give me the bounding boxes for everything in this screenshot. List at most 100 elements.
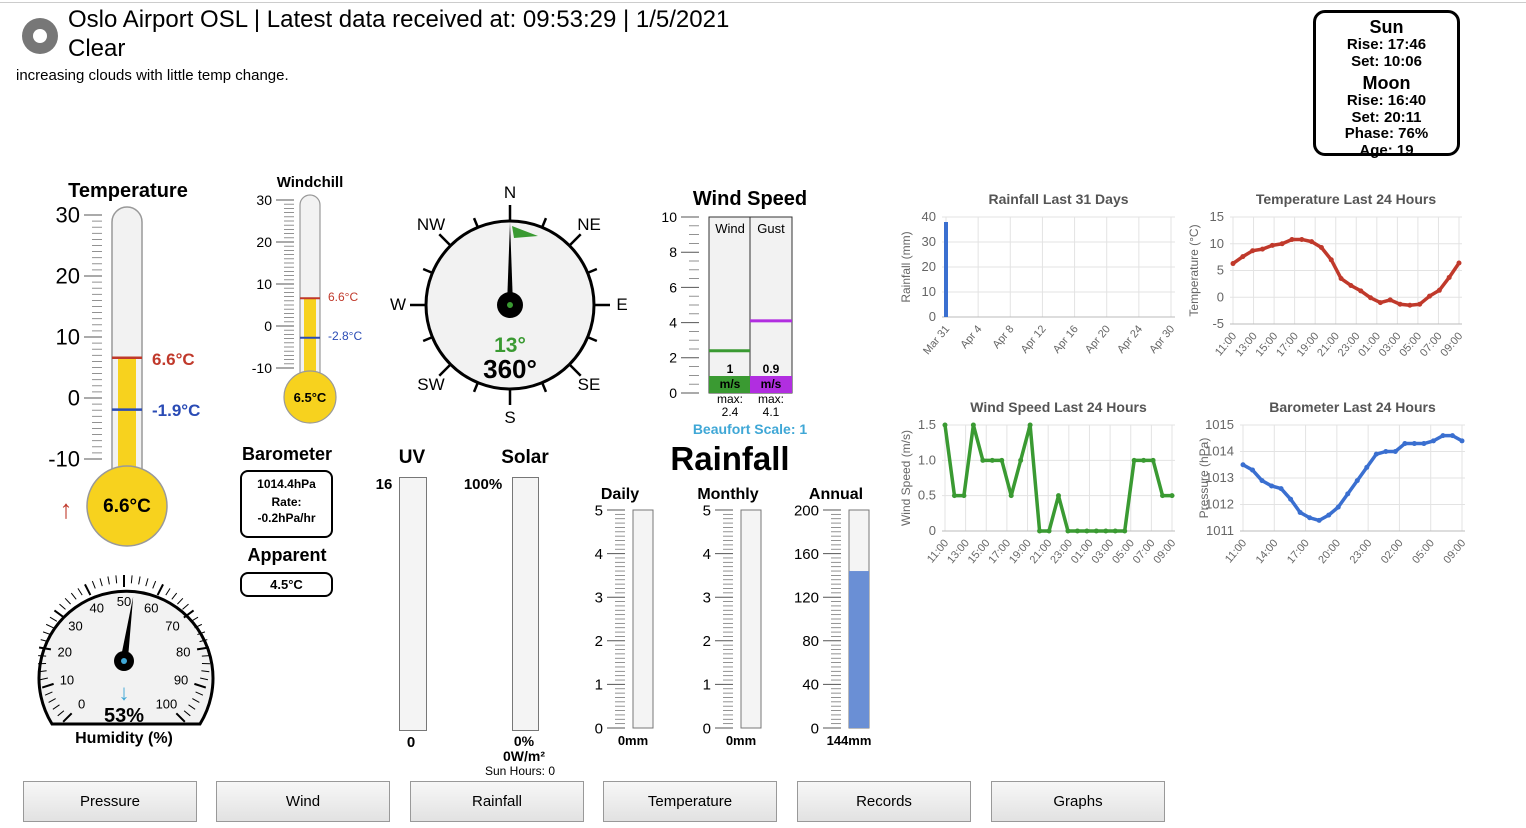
humidity-tick (195, 691, 204, 696)
chart-point (1377, 300, 1383, 306)
humidity-tick (188, 704, 196, 710)
windchill-tick-label: 30 (256, 192, 272, 208)
chart-bar (944, 222, 948, 317)
compass-w: W (390, 295, 406, 314)
rainfall-button[interactable]: Rainfall (410, 781, 584, 822)
forecast-text: increasing clouds with little temp chang… (16, 67, 289, 84)
humidity-tick (49, 616, 58, 622)
chart-y-tick-label: 1011 (1206, 523, 1234, 538)
compass-e: E (616, 295, 627, 314)
chart-x-tick-label: 17:00 (986, 537, 1013, 566)
chart-y-axis-label: Rainfall (mm) (899, 231, 913, 302)
beaufort-scale: Beaufort Scale: 1 (692, 421, 808, 437)
chart-point (942, 422, 948, 428)
chart-y-axis-label: Pressure (hPa) (1197, 438, 1211, 519)
uv-value: 0 (406, 734, 416, 751)
humidity-tick (38, 670, 47, 673)
chart-point (1459, 438, 1465, 444)
humidity-tick (194, 682, 207, 689)
chart-y-tick-label: 1012 (1205, 497, 1234, 512)
wind-current-value: 1 (727, 362, 734, 376)
humidity-tick (177, 597, 184, 605)
records-button[interactable]: Records (797, 781, 971, 822)
wind-speed-tick-label: 10 (661, 209, 677, 225)
chart-point (1368, 295, 1374, 301)
compass-se: SE (578, 375, 601, 394)
humidity-tick-label: 90 (174, 673, 188, 688)
chart-point (1299, 236, 1305, 242)
chart-point (1373, 451, 1379, 457)
compass-tick (438, 363, 452, 377)
chart-x-tick-label: 17:00 (1285, 537, 1312, 566)
chart-x-tick-label: Apr 30 (1147, 323, 1177, 356)
humidity-tick (196, 646, 210, 651)
chart-point (1141, 457, 1147, 463)
chart-x-tick-label: Apr 16 (1051, 323, 1081, 356)
chart-title: Temperature Last 24 Hours (1256, 191, 1436, 207)
graphs-button[interactable]: Graphs (991, 781, 1165, 822)
chart-y-tick-label: 0 (929, 309, 936, 324)
compass-s: S (504, 408, 515, 427)
chart-point (1259, 246, 1265, 252)
humidity-tick-label: 70 (165, 619, 179, 634)
humidity-tick-label: 20 (58, 645, 72, 660)
chart-point (1383, 449, 1389, 454)
rain-annual-tick-label: 0 (811, 720, 819, 737)
windchill-tick-label: 0 (264, 318, 272, 334)
windchill-max-label: 6.6°C (328, 290, 358, 304)
humidity-tick (40, 639, 49, 643)
chart-point (1250, 248, 1256, 254)
chart-x-tick-label: Apr 8 (990, 323, 1016, 351)
chart-point (1307, 515, 1313, 521)
rain-daily-tick-label: 4 (595, 546, 603, 563)
chart-point (1250, 467, 1256, 473)
humidity-tick (199, 639, 208, 643)
chart-series-line (943, 423, 1172, 533)
chart-y-tick-label: 40 (922, 209, 936, 224)
temperature-button[interactable]: Temperature (603, 781, 777, 822)
compass-tick (568, 233, 582, 247)
chart-point (961, 493, 967, 499)
wind-column-label: Wind (715, 221, 745, 236)
temperature-current: 6.6°C (103, 496, 151, 517)
compass-tick (422, 335, 433, 343)
temperature-title: Temperature (68, 180, 188, 202)
humidity-tick-label: 10 (60, 673, 74, 688)
compass-tick (587, 267, 598, 275)
temperature-tick-label: 10 (56, 325, 80, 350)
solar-top-scale: 100% (463, 476, 503, 493)
chart-point (1328, 257, 1334, 263)
chart-x-tick-label: 05:00 (1397, 330, 1424, 359)
chart-point (1240, 254, 1246, 260)
chart-y-tick-label: 1.0 (918, 452, 936, 467)
chart-point (1093, 528, 1099, 534)
rain-monthly-tick-label: 4 (703, 546, 711, 563)
solar-title: Solar (501, 447, 549, 468)
chart-y-axis-label: Wind Speed (m/s) (899, 430, 913, 526)
chart-y-tick-label: 15 (1210, 209, 1224, 224)
chart-point (1112, 528, 1118, 534)
chart-point (1397, 301, 1403, 307)
humidity-tick (77, 588, 83, 596)
chart-point (1065, 528, 1071, 534)
chart-x-tick-label: 17:00 (1274, 330, 1301, 359)
windchill-title: Windchill (276, 174, 344, 191)
apparent-title: Apparent (247, 545, 327, 565)
barometer-rate-label: Rate: (271, 495, 302, 509)
chart-point (1240, 462, 1246, 468)
chart-x-tick-label: 13:00 (1233, 330, 1260, 359)
compass-ne: NE (577, 215, 601, 234)
humidity-tick (201, 670, 210, 673)
humidity-tick (84, 583, 92, 596)
chart-x-tick-label: 03:00 (1377, 330, 1404, 359)
chart-point (1430, 438, 1436, 444)
chart-x-tick-label: 15:00 (1253, 330, 1280, 359)
rain-monthly-tick-label: 1 (703, 677, 711, 694)
windchill-current: 6.5°C (294, 390, 327, 405)
pressure-button[interactable]: Pressure (23, 781, 197, 822)
wind-button[interactable]: Wind (216, 781, 390, 822)
chart-point (1160, 493, 1166, 499)
